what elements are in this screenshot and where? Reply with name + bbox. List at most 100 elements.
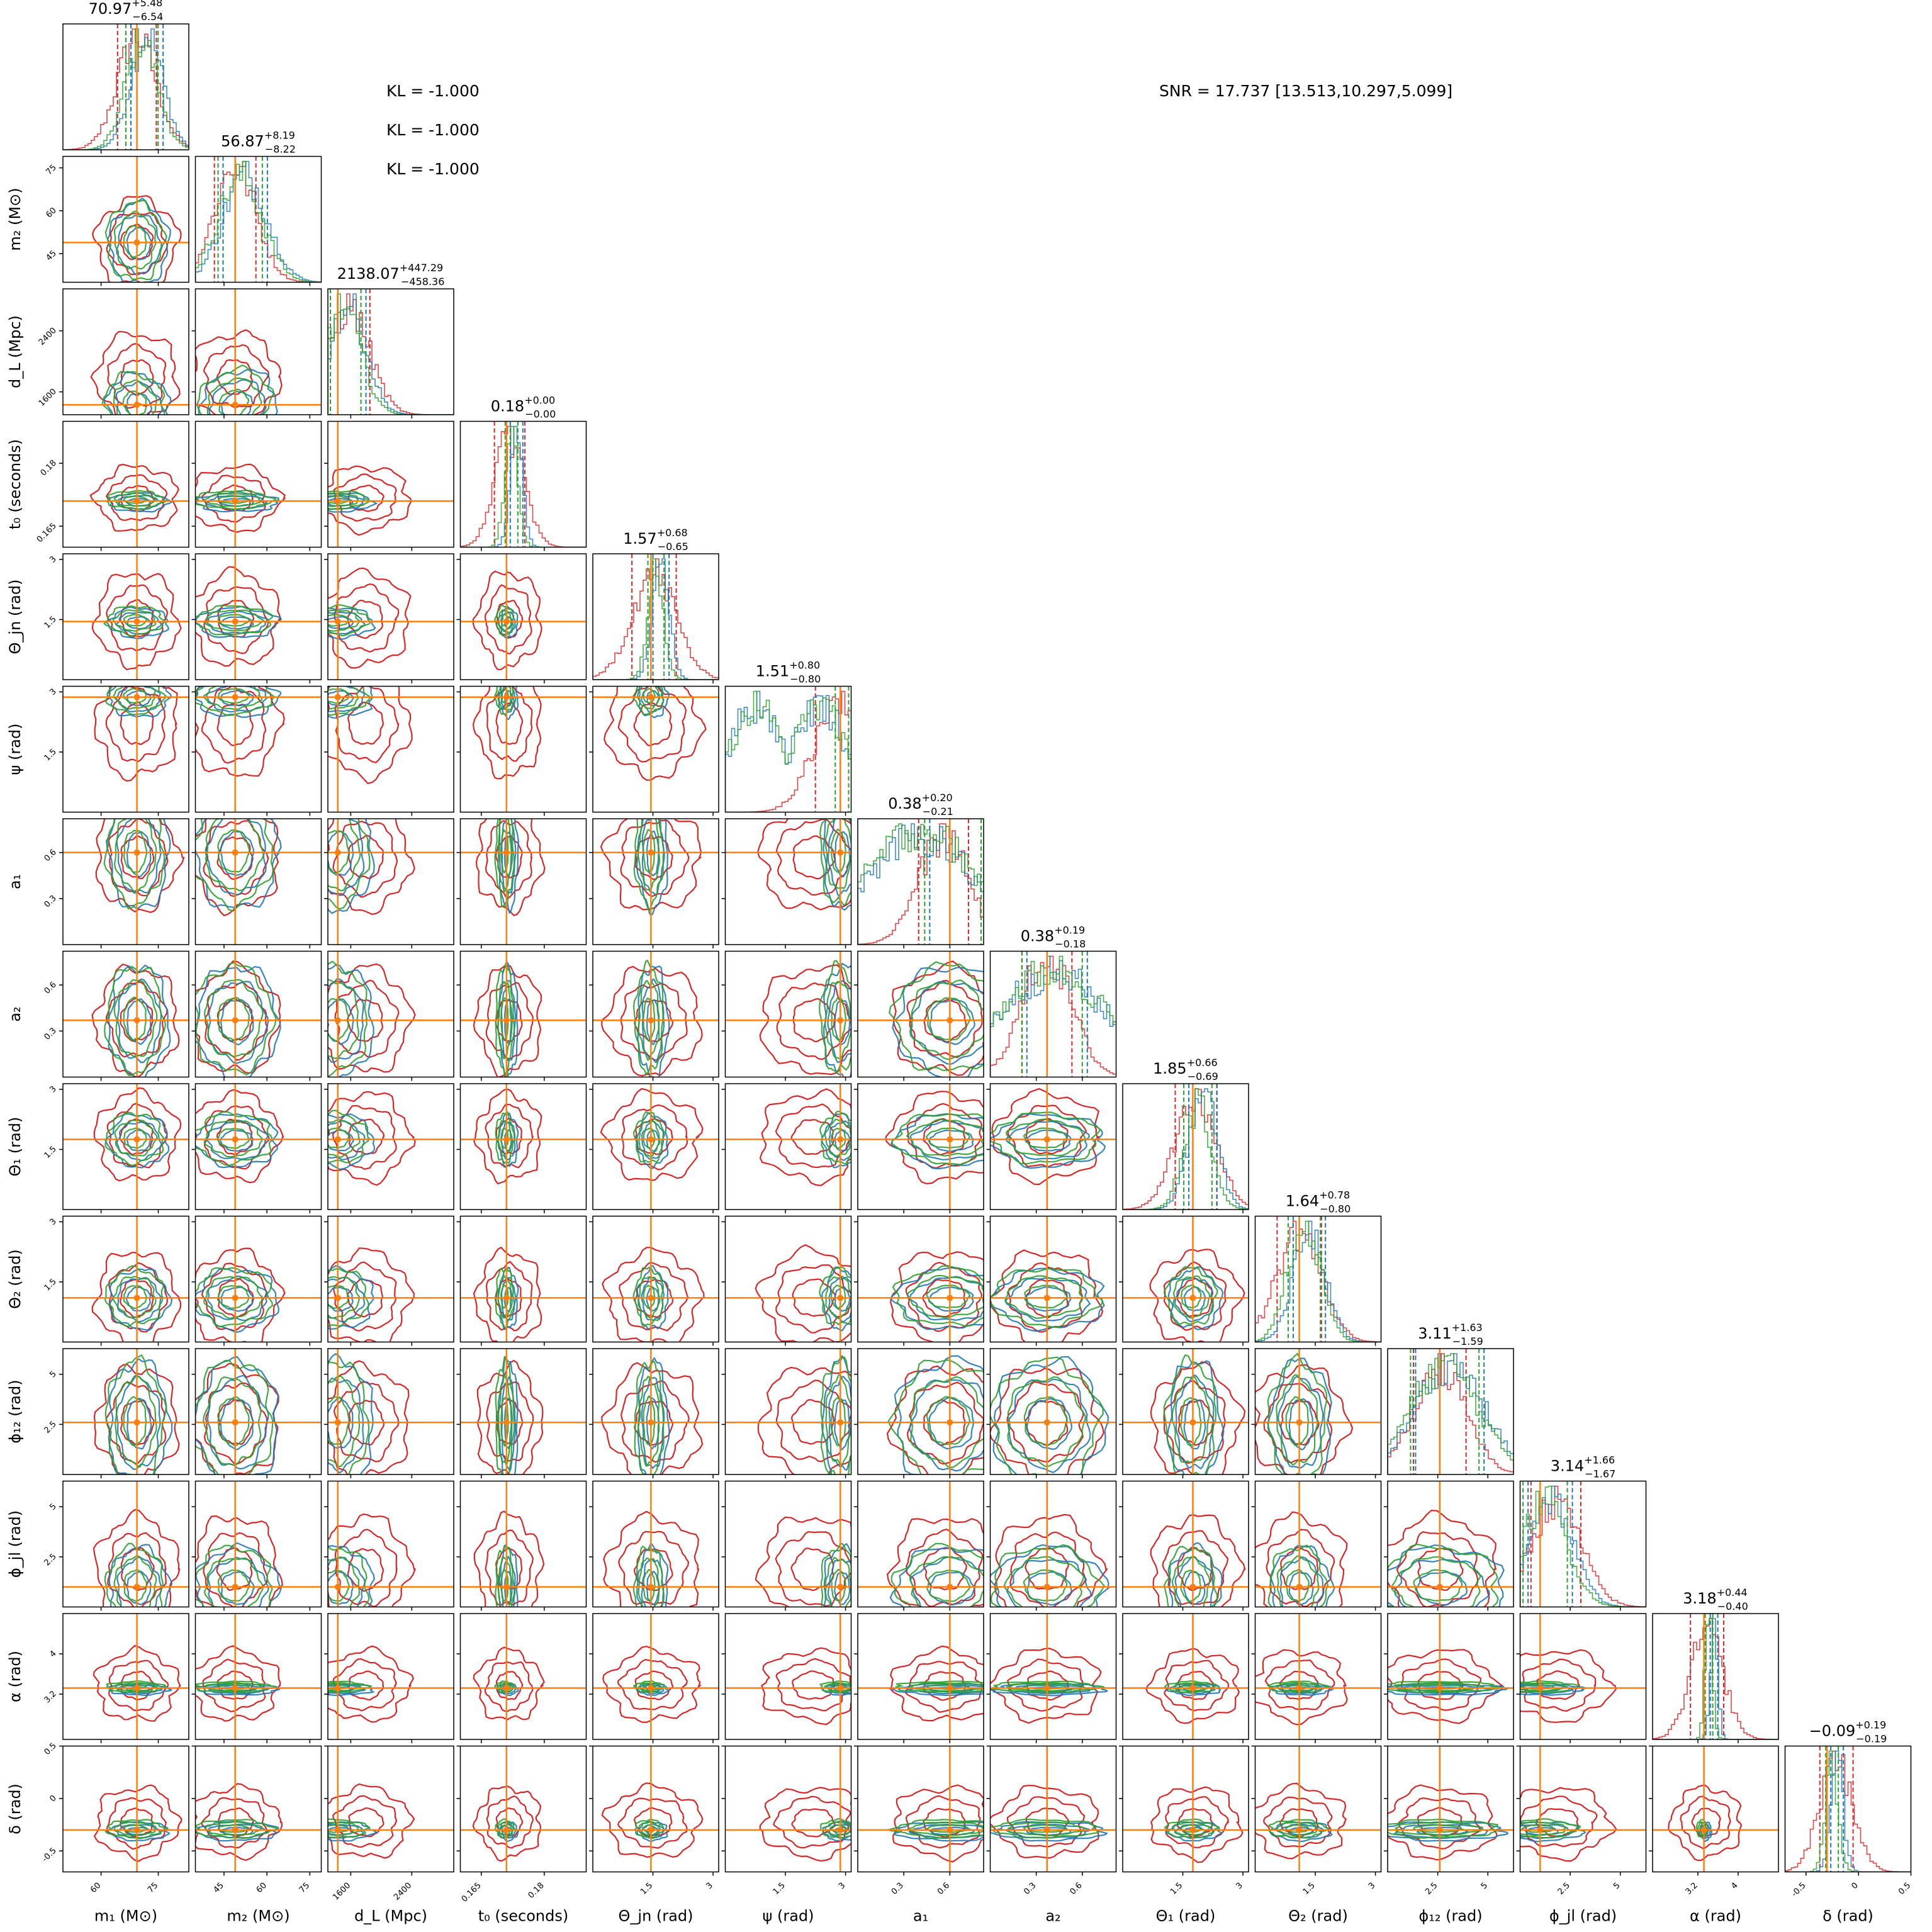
contour-red-theta_jn-dL-3 — [328, 567, 412, 669]
contour-s3-theta1-a1-2 — [906, 1118, 984, 1157]
truth-point-a1-t0 — [503, 849, 510, 856]
panel-phijl-theta1 — [1119, 1480, 1249, 1611]
contour-s3-delta-theta2-2 — [1275, 1821, 1319, 1836]
contour-s2-psi-dL-3 — [328, 686, 374, 719]
contour-s2-phijl-dL-3 — [328, 1545, 375, 1607]
contour-s3-delta-t0-3 — [495, 1818, 515, 1839]
contour-s3-delta-a2-3 — [990, 1818, 1100, 1839]
summary-plus-delta: +0.19 — [1855, 1719, 1886, 1731]
panel-phi12-a2 — [986, 1348, 1117, 1478]
summary-title-m2: 56.87+8.19−8.22 — [221, 130, 296, 155]
panel-theta1-a1 — [854, 1083, 984, 1213]
kl-annotation-1: KL = -1.000 — [386, 82, 480, 100]
panel-frame — [1387, 1480, 1514, 1608]
truth-point-theta2-t0 — [503, 1295, 510, 1301]
truth-point-alpha-m1 — [133, 1685, 140, 1692]
summary-minus-a1: −0.21 — [923, 806, 953, 817]
contour-red-theta2-a2-2 — [1008, 1262, 1084, 1333]
truth-point-psi-dL — [334, 694, 341, 700]
contour-red-delta-alpha-1 — [1691, 1807, 1721, 1837]
yaxis-label-phijl: ϕ_jl (rad) — [6, 1510, 24, 1578]
contour-red-theta1-a1-3 — [885, 1091, 984, 1185]
panel-a2-t0 — [456, 950, 587, 1081]
truth-point-phijl-m1 — [133, 1583, 140, 1590]
xtick-label-theta_jn-1: 3 — [704, 1881, 714, 1891]
contour-red-delta-a2-3 — [990, 1784, 1099, 1859]
contour-s3-phijl-theta1-2 — [1171, 1556, 1211, 1607]
yaxis-label-t0: t₀ (seconds) — [6, 439, 24, 529]
contour-s3-t0-m1-1 — [123, 495, 149, 504]
panel-frame — [1519, 1745, 1647, 1873]
contour-s2-delta-a1-3 — [893, 1821, 984, 1842]
ytick-label-t0-1: 0.18 — [39, 458, 59, 478]
contour-red-dL-m2-1 — [216, 359, 253, 395]
contour-s3-alpha-psi-2 — [824, 1682, 851, 1692]
panel-t0-t0: 0.18+0.00−0.00 — [459, 395, 587, 551]
contour-red-phijl-theta1-3 — [1150, 1514, 1246, 1607]
contour-red-delta-theta2-2 — [1263, 1796, 1333, 1848]
ytick-label-theta_jn-0: 1.5 — [43, 615, 59, 631]
panel-frame — [327, 288, 454, 415]
contour-s3-a2-t0-2 — [497, 980, 512, 1060]
ytick-label-alpha-1: 4 — [48, 1649, 58, 1659]
panel-alpha-phijl — [1516, 1613, 1647, 1743]
summary-plus-psi: +0.80 — [789, 660, 820, 671]
contour-red-a2-dL-3 — [328, 963, 416, 1073]
xtick-label-t0-1: 0.18 — [527, 1881, 546, 1901]
ytick-label-phijl-1: 5 — [48, 1502, 58, 1512]
ytick-label-dL-0: 1600 — [37, 387, 59, 408]
panel-phijl-phijl: 3.14+1.66−1.67 — [1519, 1454, 1647, 1611]
panel-phi12-a1 — [854, 1348, 984, 1478]
contour-s3-a1-t0-3 — [494, 819, 515, 908]
contour-s3-a2-psi-3 — [819, 960, 851, 1074]
contour-s3-theta_jn-dL-2 — [328, 609, 360, 632]
contour-red-delta-t0-3 — [472, 1785, 542, 1862]
contour-s3-phijl-a2-3 — [990, 1544, 1106, 1607]
truth-point-delta-theta2 — [1296, 1826, 1303, 1833]
xaxis-label-psi: ψ (rad) — [763, 1907, 814, 1925]
contour-s3-a1-dL-2 — [328, 819, 361, 892]
panel-theta2-m1: 1.53 — [43, 1215, 189, 1346]
contour-s3-phi12-dL-3 — [328, 1361, 370, 1474]
contour-red-theta2-theta_jn-3 — [602, 1247, 705, 1342]
xtick-label-phijl-1: 5 — [1612, 1881, 1622, 1891]
ytick-label-a1-0: 0.3 — [43, 894, 59, 909]
truth-point-phi12-m1 — [133, 1419, 140, 1426]
panel-a2-a1 — [854, 950, 984, 1081]
contour-s3-a1-psi-2 — [824, 819, 851, 889]
contour-s2-a1-m1-3 — [105, 819, 171, 909]
truth-point-phi12-dL — [334, 1419, 341, 1426]
contour-s2-theta2-psi-1 — [834, 1286, 851, 1312]
panel-phi12-phi12: 3.11+1.63−1.59 — [1387, 1322, 1514, 1478]
contour-red-delta-theta_jn-1 — [633, 1807, 673, 1837]
contour-s3-psi-t0-3 — [494, 686, 515, 716]
xtick-label-delta-2: 0.5 — [1897, 1881, 1912, 1897]
contour-red-phijl-m2-3 — [195, 1515, 283, 1607]
contour-red-delta-theta_jn-3 — [601, 1782, 704, 1858]
contour-s2-dL-m1-2 — [115, 381, 163, 415]
panel-a1-m2 — [191, 818, 322, 948]
truth-point-a2-theta_jn — [648, 1017, 654, 1024]
xtick-label-theta2-0: 1.5 — [1301, 1881, 1317, 1897]
truth-point-a2-m1 — [133, 1017, 140, 1024]
kl-annotation-2: KL = -1.000 — [386, 121, 480, 139]
panel-frame — [857, 1348, 984, 1475]
contour-s3-theta1-psi-3 — [819, 1110, 851, 1165]
contour-s3-theta2-a1-3 — [892, 1265, 984, 1327]
contour-s3-delta-phijl-2 — [1520, 1821, 1567, 1836]
contour-s3-a2-m2-2 — [204, 979, 264, 1058]
contour-s3-phijl-phi12-3 — [1388, 1543, 1499, 1607]
contour-red-alpha-theta_jn-3 — [602, 1646, 702, 1723]
panel-psi-theta_jn — [589, 685, 719, 816]
contour-red-delta-psi-2 — [773, 1795, 851, 1849]
panel-frame — [592, 553, 719, 680]
truth-point-phijl-phi12 — [1436, 1583, 1443, 1590]
truth-point-a2-m2 — [232, 1017, 239, 1024]
truth-point-theta2-theta_jn — [648, 1295, 654, 1301]
ytick-label-a2-1: 0.6 — [43, 980, 59, 996]
contour-red-phi12-t0-3 — [476, 1359, 544, 1474]
contour-s3-alpha-phi12-2 — [1394, 1682, 1486, 1692]
contour-s3-psi-m1-3 — [104, 686, 167, 716]
xtick-label-a1-0: 0.3 — [890, 1881, 906, 1897]
panel-theta2-m2 — [191, 1215, 322, 1346]
